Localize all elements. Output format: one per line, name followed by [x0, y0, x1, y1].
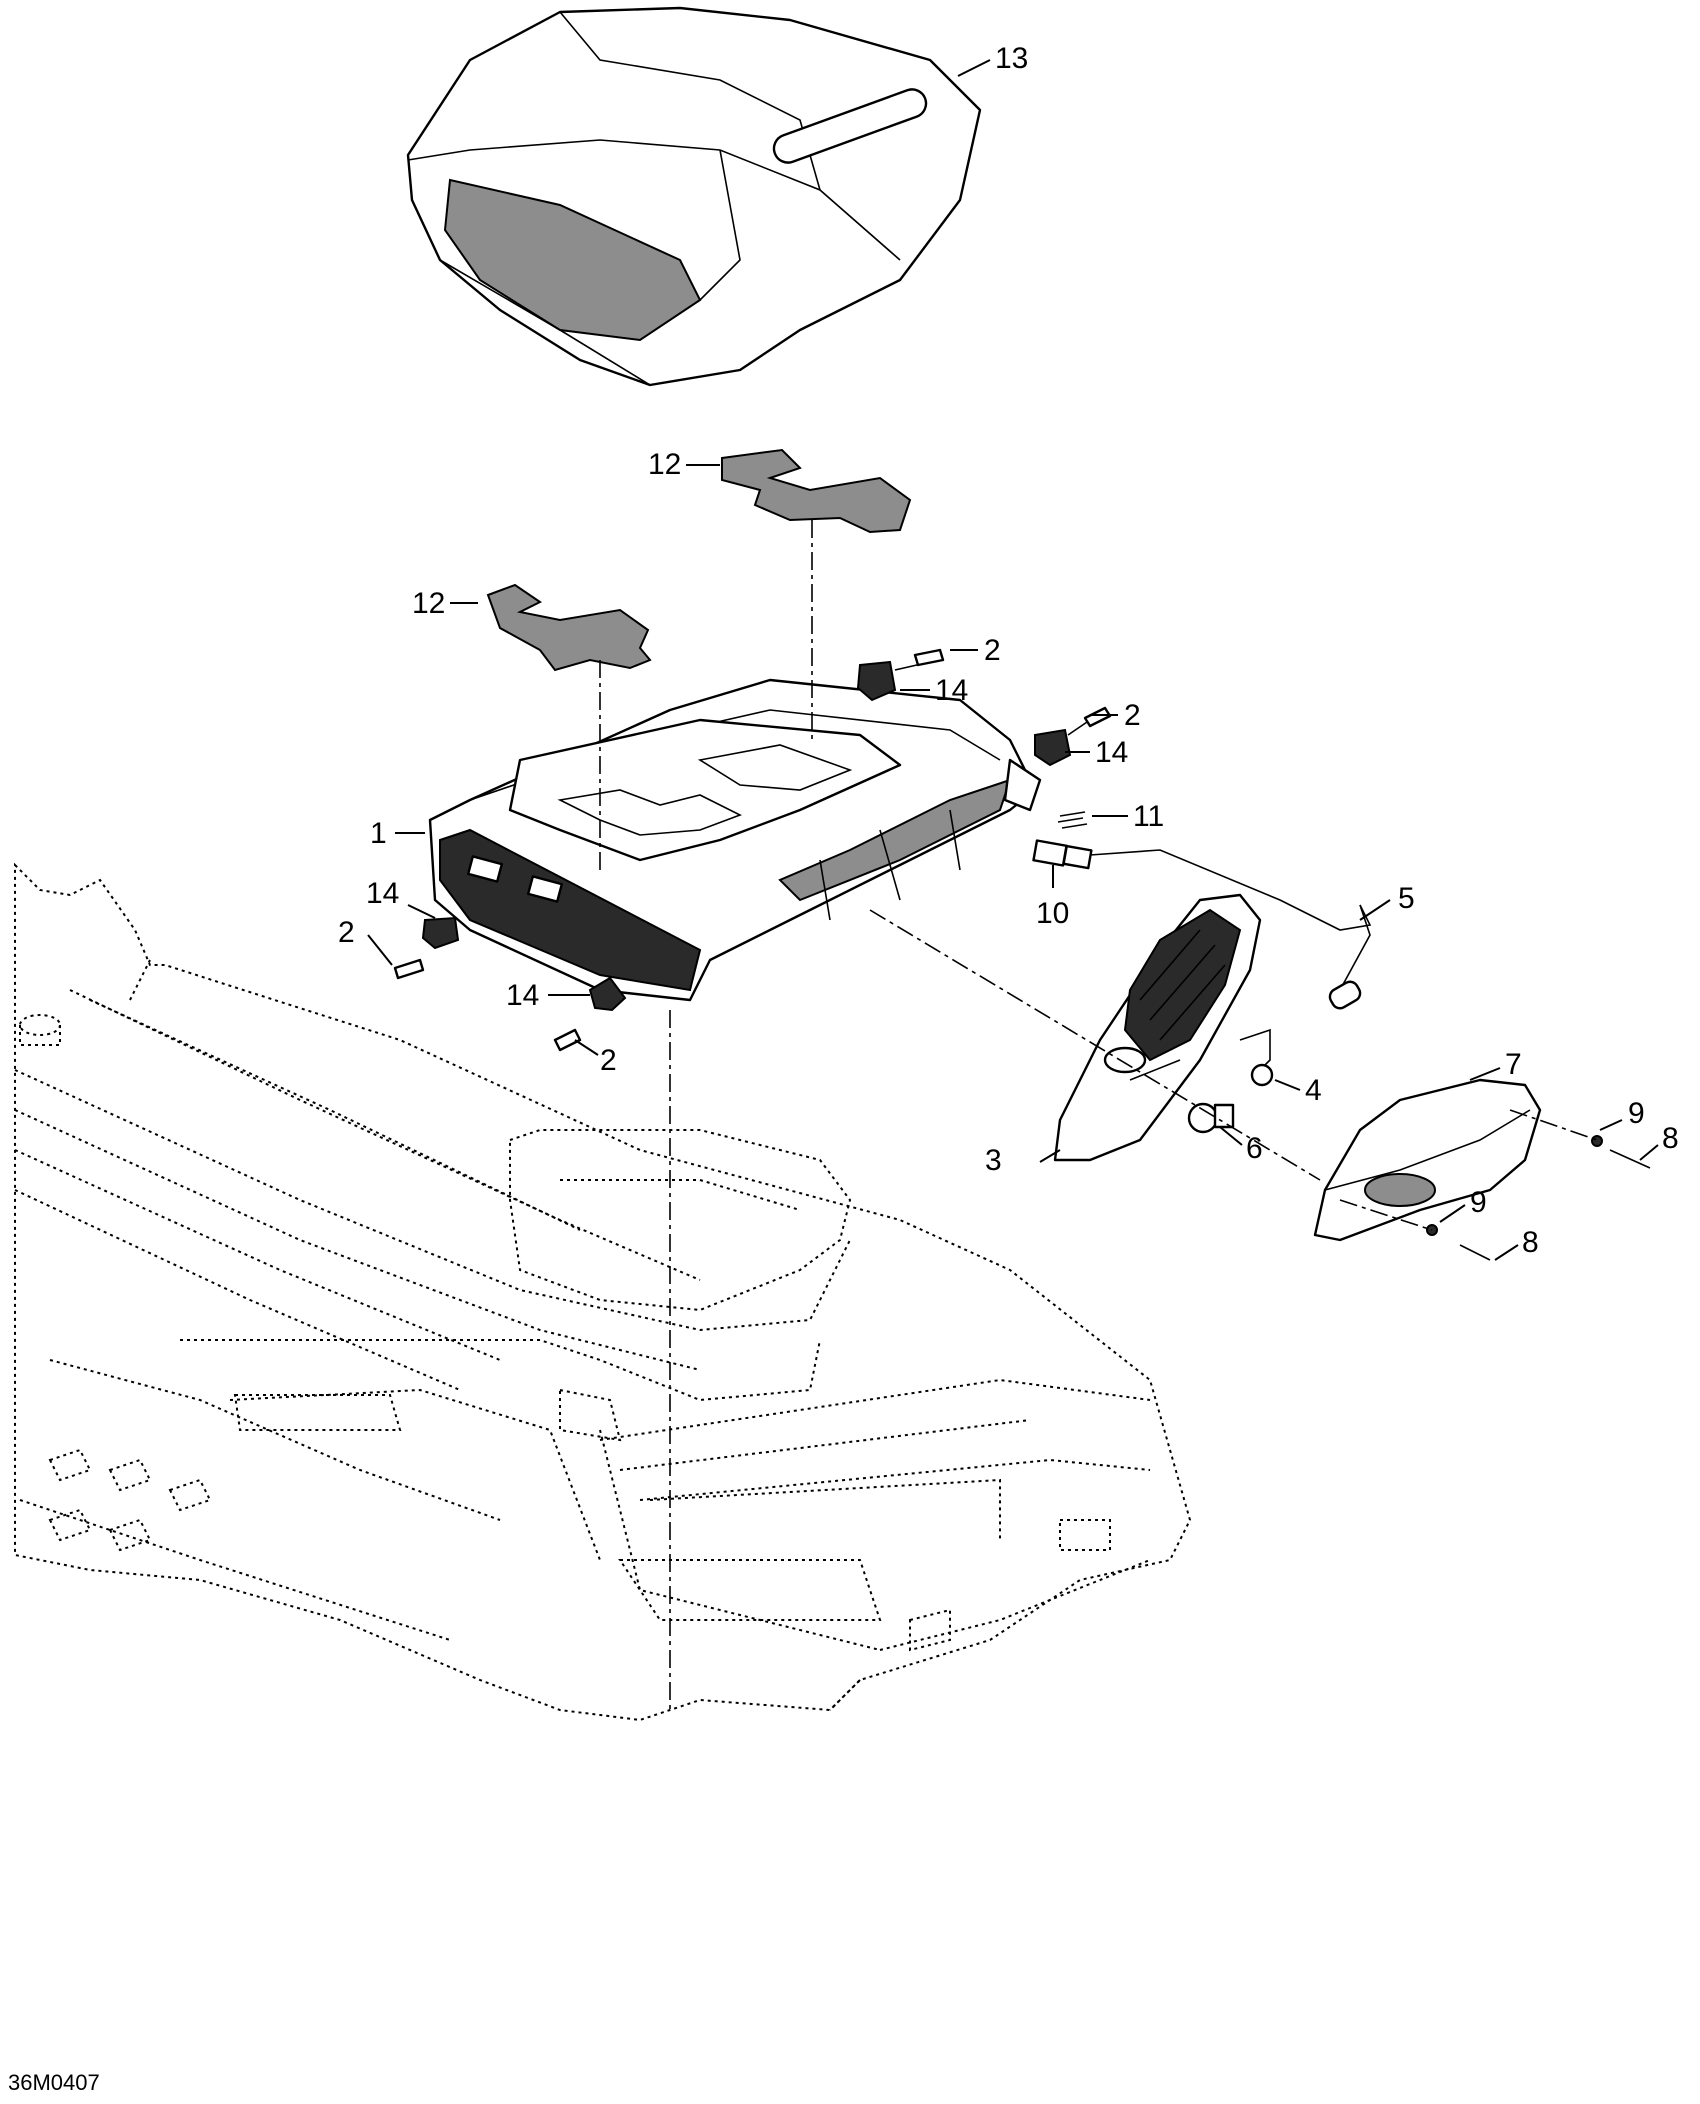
clip-lower: [588, 976, 627, 1012]
callout-13: 13: [995, 42, 1028, 75]
callout-10: 10: [1036, 897, 1069, 930]
socket-clip: [1239, 1028, 1274, 1087]
vehicle-frame: [14, 862, 1192, 1722]
bulb: [1187, 1102, 1235, 1134]
assembly-centerlines: [599, 520, 1601, 1710]
callout-2-lower: 2: [600, 1044, 617, 1077]
callout-4: 4: [1305, 1074, 1322, 1107]
callout-6: 6: [1246, 1132, 1263, 1165]
callout-1: 1: [370, 817, 387, 850]
taillight-housing: [1053, 893, 1262, 1162]
screw-upper: [913, 648, 945, 667]
callout-5: 5: [1398, 882, 1415, 915]
seat-pad-lower: [486, 583, 652, 672]
callout-12-lower: 12: [412, 587, 445, 620]
screw-left: [393, 958, 425, 980]
wire-harness: [1089, 849, 1372, 1010]
callout-11: 11: [1133, 800, 1164, 833]
callout-3: 3: [985, 1144, 1002, 1177]
leader-lines: [367, 59, 1659, 1261]
connector: [1032, 839, 1093, 870]
callout-14-left: 14: [366, 877, 399, 910]
taillight-lens: [1313, 1078, 1542, 1242]
clip-right: [1034, 719, 1091, 767]
seat-cushion: [406, 6, 982, 387]
callout-2-left: 2: [338, 916, 355, 949]
seat-base: [428, 678, 1042, 1002]
seat-pad-upper: [721, 448, 912, 534]
callout-8-right: 8: [1662, 1122, 1679, 1155]
callout-14-upper: 14: [935, 674, 968, 707]
figure-code: 36M0407: [8, 2070, 100, 2095]
callouts: 13 12 12 2 14 2 14 11 1 10 5 14 2 14 2 7…: [338, 42, 1679, 1259]
screw-lower: [553, 1028, 582, 1052]
callout-14-right: 14: [1095, 736, 1128, 769]
clip-upper: [856, 660, 931, 702]
callout-7: 7: [1505, 1048, 1522, 1081]
clip-left: [421, 916, 460, 950]
callout-14-lower: 14: [506, 979, 539, 1012]
screw-right: [1083, 706, 1112, 728]
callout-9-right: 9: [1628, 1097, 1645, 1130]
callout-8-lower: 8: [1522, 1226, 1539, 1259]
callout-9-lower: 9: [1470, 1186, 1487, 1219]
callout-2-upper: 2: [984, 634, 1001, 667]
callout-2-right: 2: [1124, 699, 1141, 732]
terminals: [1057, 811, 1088, 829]
callout-12-upper: 12: [648, 448, 681, 481]
